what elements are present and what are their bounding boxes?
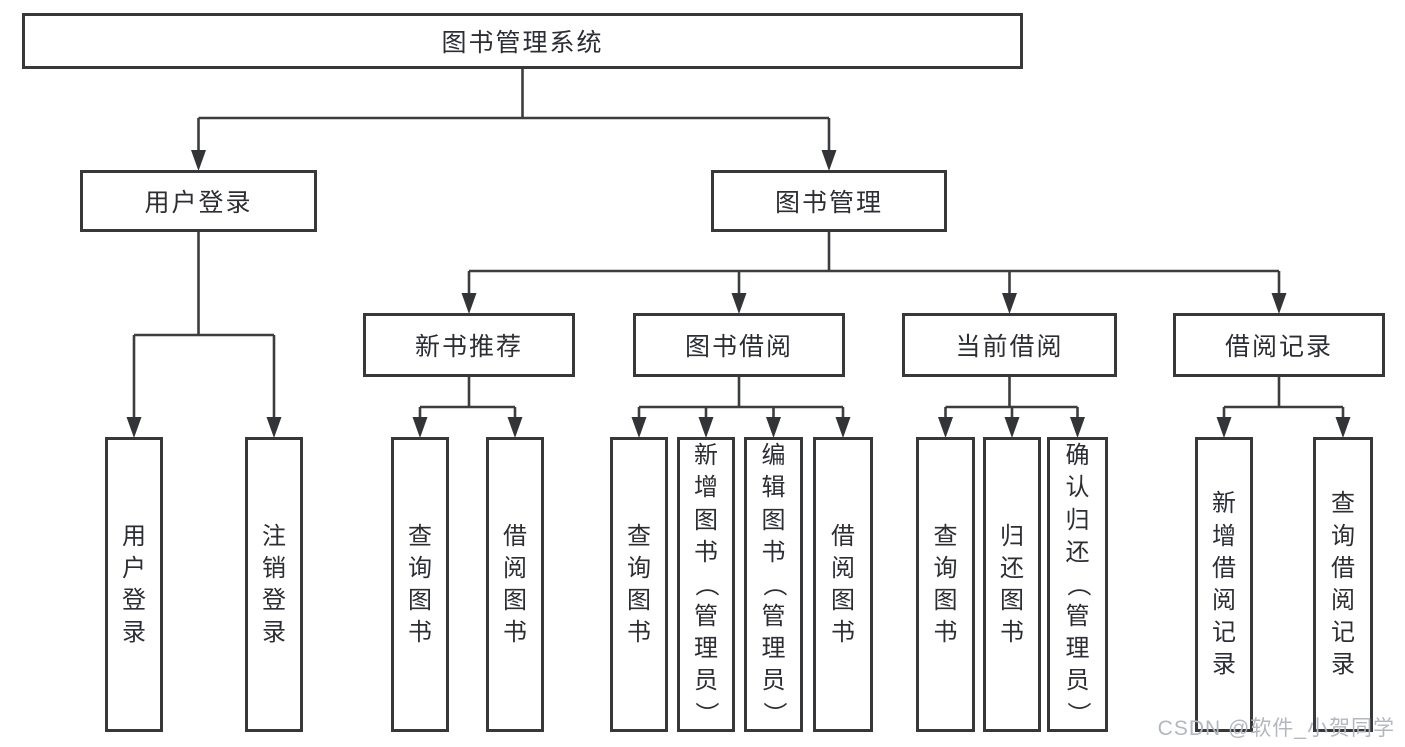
node-rec-query-books: 查询图书 xyxy=(391,437,449,732)
node-borrow-records: 借阅记录 xyxy=(1173,313,1385,377)
node-label-borrow-edit-books-admin: 编辑图书（管理员） xyxy=(760,442,788,726)
node-label-rec-borrow-books: 借阅图书 xyxy=(503,522,527,647)
node-rec-borrow-books: 借阅图书 xyxy=(486,437,544,732)
node-borrow-edit-books-admin: 编辑图书（管理员） xyxy=(744,437,803,732)
node-book-borrow: 图书借阅 xyxy=(633,313,845,377)
node-label-current-return-books: 归还图书 xyxy=(1000,522,1024,647)
node-system: 图书管理系统 xyxy=(22,13,1023,69)
node-current-return-books: 归还图书 xyxy=(983,437,1041,732)
node-login-user-login: 用户登录 xyxy=(105,437,163,732)
node-label-records-query-record: 查询借阅记录 xyxy=(1331,490,1355,679)
node-label-records-add-record: 新增借阅记录 xyxy=(1212,490,1236,679)
node-records-add-record: 新增借阅记录 xyxy=(1195,437,1253,732)
node-new-book-recommend: 新书推荐 xyxy=(363,313,575,377)
node-label-current-confirm-return-admin: 确认归还（管理员） xyxy=(1064,442,1092,726)
node-label-login-user-login: 用户登录 xyxy=(122,522,146,647)
node-label-borrow-add-books-admin: 新增图书（管理员） xyxy=(692,442,720,726)
node-label-borrow-borrow-books: 借阅图书 xyxy=(831,522,855,647)
node-user-login: 用户登录 xyxy=(80,170,317,232)
node-borrow-add-books-admin: 新增图书（管理员） xyxy=(677,437,735,732)
node-borrow-borrow-books: 借阅图书 xyxy=(813,437,873,732)
node-current-confirm-return-admin: 确认归还（管理员） xyxy=(1047,437,1108,732)
node-label-login-logout: 注销登录 xyxy=(262,522,286,647)
node-current-borrow: 当前借阅 xyxy=(902,313,1117,377)
node-borrow-query-books: 查询图书 xyxy=(610,437,668,732)
node-records-query-record: 查询借阅记录 xyxy=(1313,437,1373,732)
node-label-borrow-query-books: 查询图书 xyxy=(627,522,651,647)
node-login-logout: 注销登录 xyxy=(245,437,303,732)
node-label-rec-query-books: 查询图书 xyxy=(408,522,432,647)
node-current-query-books: 查询图书 xyxy=(916,437,975,732)
node-label-current-query-books: 查询图书 xyxy=(933,522,958,647)
node-book-management: 图书管理 xyxy=(711,170,947,232)
csdn-watermark: CSDN @软件_小贺同学 xyxy=(1157,717,1395,740)
